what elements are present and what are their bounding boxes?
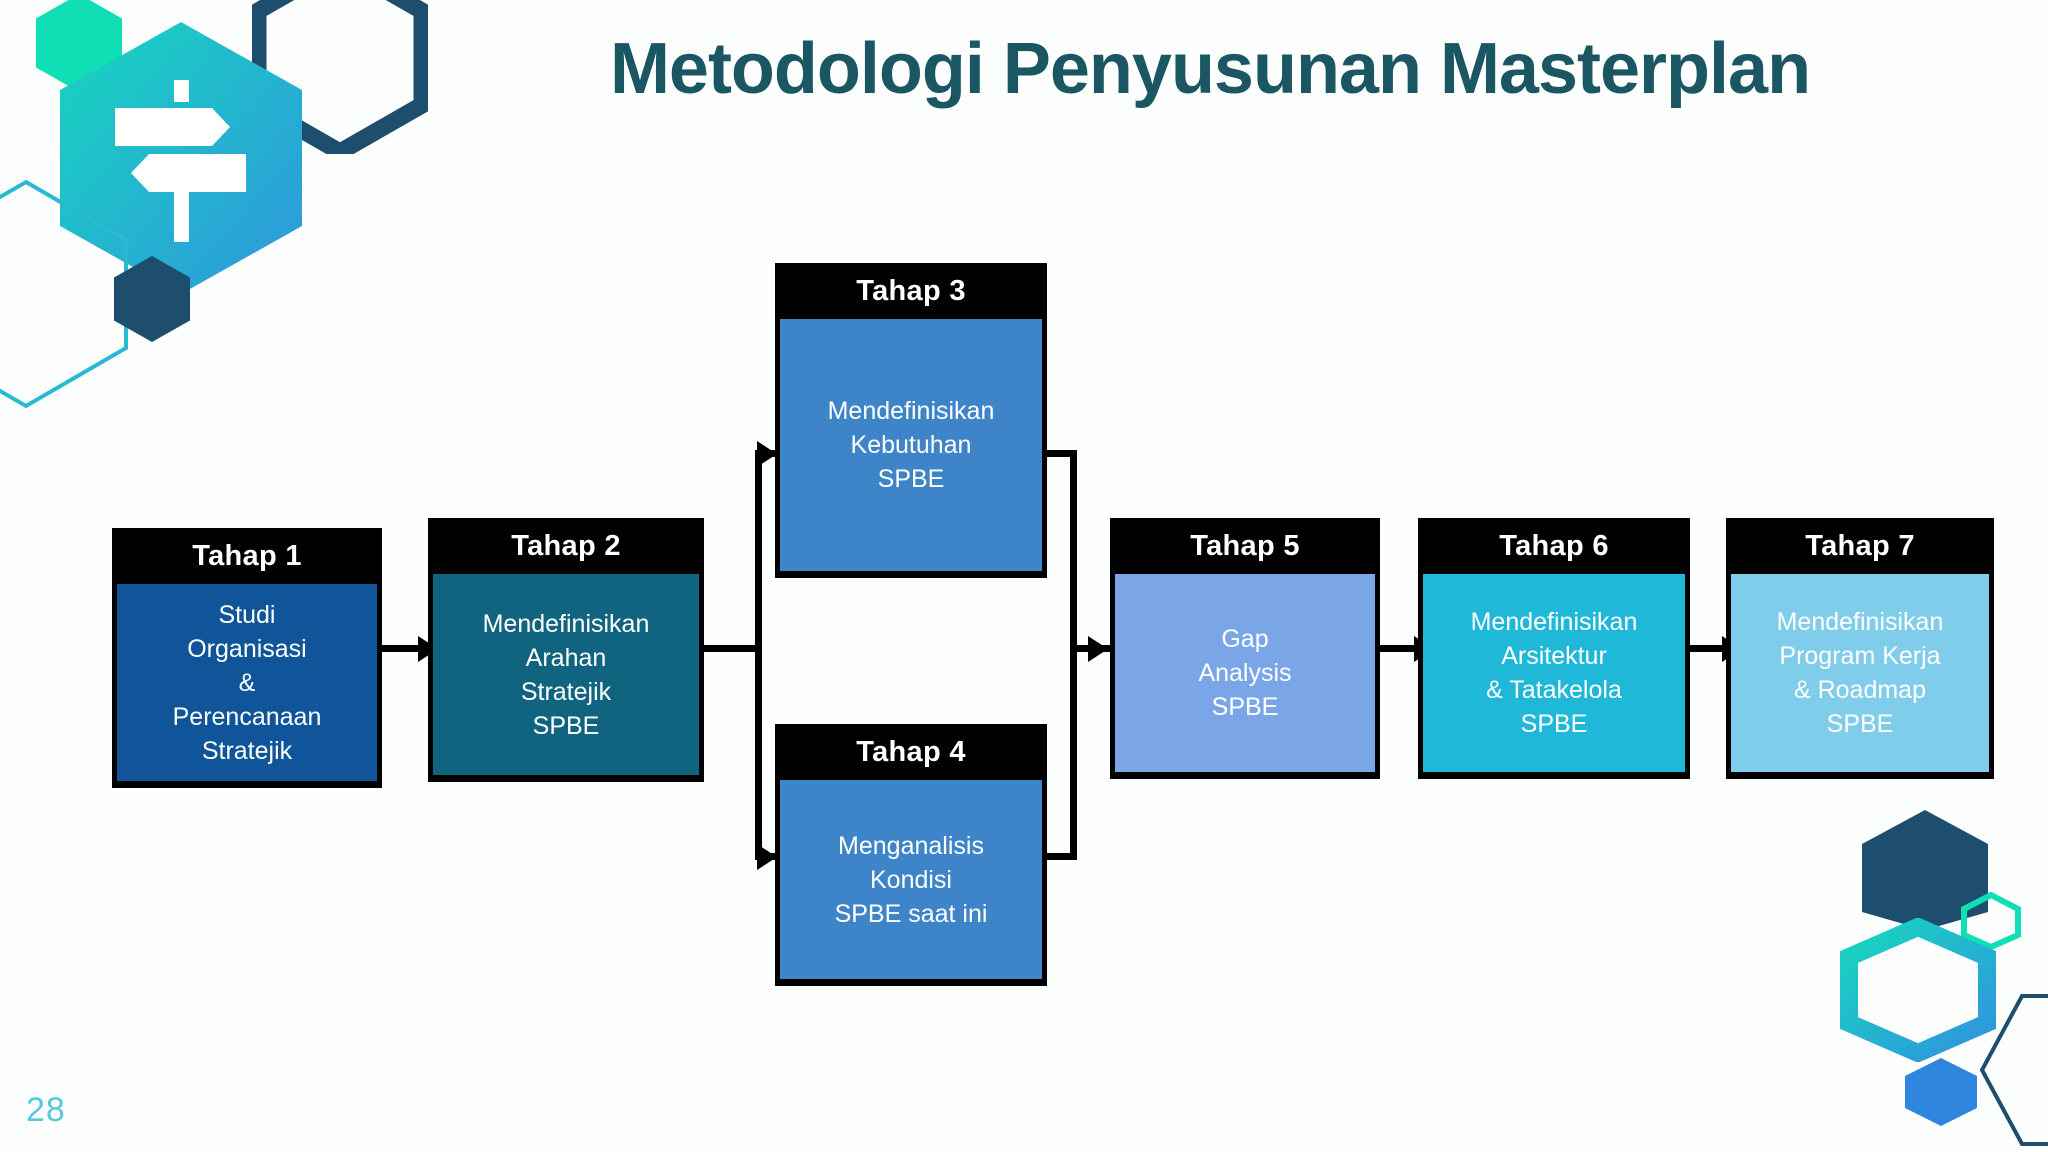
connector-bus-vertical-left (755, 450, 762, 860)
flow-node-body: Menganalisis Kondisi SPBE saat ini (780, 780, 1042, 979)
connector-t4-merge (1045, 853, 1077, 860)
flow-node-body: Mendefinisikan Kebutuhan SPBE (780, 319, 1042, 571)
connector-t2-bus (702, 645, 762, 652)
connector-t3-merge (1045, 450, 1077, 457)
flow-node-header: Tahap 1 (192, 540, 302, 572)
flow-node-body: Mendefinisikan Arsitektur & Tatakelola S… (1423, 574, 1685, 772)
flow-node-tahap-7[interactable]: Tahap 7 Mendefinisikan Program Kerja & R… (1726, 518, 1994, 779)
decor-hex-navy-outline-br (1960, 994, 2048, 1146)
flow-node-body: Gap Analysis SPBE (1115, 574, 1375, 772)
arrowhead-bus-t3 (757, 441, 777, 467)
flow-node-header: Tahap 4 (856, 736, 966, 768)
connector-t1-t2 (382, 645, 420, 652)
decor-hex-navy-filled-br (1862, 810, 1988, 930)
flow-node-tahap-4[interactable]: Tahap 4 Menganalisis Kondisi SPBE saat i… (775, 724, 1047, 986)
connector-merge-vertical (1070, 450, 1077, 860)
arrowhead-bus-t4 (757, 844, 777, 870)
flow-node-header: Tahap 6 (1499, 530, 1609, 562)
connector-t5-t6 (1380, 645, 1420, 652)
flow-node-header: Tahap 5 (1190, 530, 1300, 562)
flow-node-tahap-3[interactable]: Tahap 3 Mendefinisikan Kebutuhan SPBE (775, 263, 1047, 578)
decor-hex-cyan-outline-br (1960, 892, 2022, 950)
decor-hex-navy-outline (252, 0, 428, 154)
connector-t6-t7 (1688, 645, 1728, 652)
flow-node-tahap-6[interactable]: Tahap 6 Mendefinisikan Arsitektur & Tata… (1418, 518, 1690, 779)
flow-node-header: Tahap 3 (856, 275, 966, 307)
page-title: Metodologi Penyusunan Masterplan (609, 29, 1811, 109)
page-number: 28 (26, 1091, 66, 1129)
flow-node-tahap-1[interactable]: Tahap 1 Studi Organisasi & Perencanaan S… (112, 528, 382, 788)
flow-node-tahap-5[interactable]: Tahap 5 Gap Analysis SPBE (1110, 518, 1380, 779)
decor-hex-gradient-ring-br (1840, 918, 1996, 1062)
logo-hexagon (60, 22, 302, 294)
flow-node-body: Mendefinisikan Program Kerja & Roadmap S… (1731, 574, 1989, 772)
flow-node-body: Studi Organisasi & Perencanaan Stratejik (117, 584, 377, 781)
decor-hex-blue-filled-br (1905, 1058, 1977, 1126)
arrowhead-merge-t5 (1088, 636, 1108, 662)
flow-node-header: Tahap 7 (1805, 530, 1915, 562)
signpost-icon (115, 80, 246, 242)
decor-hex-cyan-outline (0, 178, 130, 410)
flow-node-body: Mendefinisikan Arahan Stratejik SPBE (433, 574, 699, 775)
decor-hex-navy-small (114, 256, 190, 342)
flow-node-tahap-2[interactable]: Tahap 2 Mendefinisikan Arahan Stratejik … (428, 518, 704, 782)
flow-node-header: Tahap 2 (511, 530, 621, 562)
